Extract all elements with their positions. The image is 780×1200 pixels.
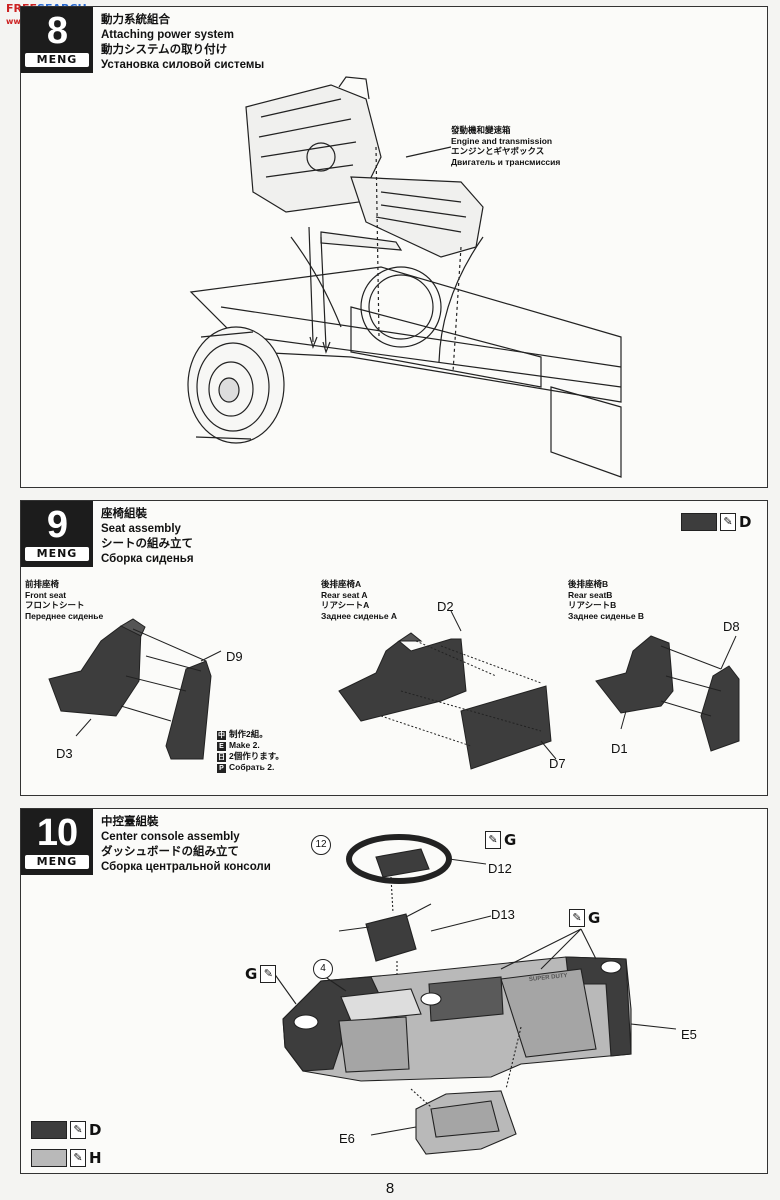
make-two-zh: 制作2組。 — [229, 729, 268, 739]
engine-callout-zh: 發動機和變速箱 — [451, 125, 511, 135]
rear-seat-a-zh: 後排座椅A — [321, 579, 362, 589]
part-e5-label: E5 — [681, 1027, 697, 1042]
step-10-badge: 10 MENG — [21, 809, 93, 875]
callout-circle-4: 4 — [313, 959, 333, 979]
brush-icon: ✎ — [569, 909, 585, 927]
front-seat-ja: フロントシート — [25, 600, 85, 610]
step-9-badge: 9 MENG — [21, 501, 93, 567]
make-two-row-zh: 中制作2組。 — [217, 729, 284, 740]
step-10-title-zh: 中控臺組裝 — [101, 816, 159, 828]
make-two-mark-ja: 日 — [217, 753, 226, 762]
rear-seat-b-label: 後排座椅B Rear seatB リアシートB Заднее сиденье B — [568, 579, 644, 621]
page-number: 8 — [385, 1180, 395, 1197]
step-10-title-ru: Сборка центральной консоли — [101, 861, 271, 873]
step-8-brand: MENG — [25, 53, 89, 67]
rear-seat-b-ru: Заднее сиденье B — [568, 610, 645, 621]
make-two-mark-zh: 中 — [217, 731, 226, 740]
paint-swatch-dark — [31, 1121, 67, 1139]
step-9-title-en: Seat assembly — [101, 523, 181, 535]
front-seat-zh: 前排座椅 — [25, 579, 60, 589]
legend-light-code: H — [89, 1149, 102, 1167]
paint-code-letter: D — [739, 513, 752, 531]
brush-icon: ✎ — [485, 831, 501, 849]
part-d7-label: D7 — [549, 756, 566, 771]
step-8-titles: 動力系統組合 Attaching power system 動力システムの取り付… — [101, 13, 264, 73]
step-8-title-en: Attaching power system — [101, 29, 234, 41]
step-10-brand: MENG — [25, 855, 89, 869]
paint-g-letter: G — [504, 831, 517, 849]
rear-seat-b-zh: 後排座椅B — [568, 579, 609, 589]
step-8-panel: 8 MENG 動力系統組合 Attaching power system 動力シ… — [20, 6, 768, 488]
paint-g-dash: ✎ G — [569, 909, 600, 927]
rear-seat-b-ja: リアシートB — [568, 600, 617, 610]
engine-chassis-illustration — [187, 76, 622, 478]
engine-callout: 發動機和變速箱 Engine and transmission エンジンとギヤボ… — [451, 125, 560, 167]
step-9-title-ru: Сборка сиденья — [101, 553, 194, 565]
step-8-badge: 8 MENG — [21, 7, 93, 73]
engine-callout-en: Engine and transmission — [451, 135, 553, 146]
step-9-panel: 9 MENG 座椅組裝 Seat assembly シートの組み立て Сборк… — [20, 500, 768, 796]
part-d1-label: D1 — [611, 741, 628, 756]
step-9-titles: 座椅組裝 Seat assembly シートの組み立て Сборка сиден… — [101, 507, 194, 567]
rear-seat-b-en: Rear seatB — [568, 589, 613, 600]
part-d9-label: D9 — [226, 649, 243, 664]
step-10-title-ja: ダッシュボードの組み立て — [101, 846, 239, 858]
step-9-title-ja: シートの組み立て — [101, 538, 193, 550]
paint-g-d12: ✎ G — [485, 831, 516, 849]
step-10-panel: 10 MENG 中控臺組裝 Center console assembly ダッ… — [20, 808, 768, 1174]
engine-callout-ru: Двигатель и трансмиссия — [451, 156, 561, 167]
step-10-titles: 中控臺組裝 Center console assembly ダッシュボードの組み… — [101, 815, 271, 875]
make-two-ru: Собрать 2. — [229, 762, 275, 772]
step-8-title-zh: 動力系統組合 — [101, 14, 170, 26]
rear-seat-a-en: Rear seat A — [321, 589, 368, 600]
step-9-brand: MENG — [25, 547, 89, 561]
step-9-number: 9 — [46, 504, 68, 546]
seat-illustration — [48, 610, 740, 770]
front-seat-label: 前排座椅 Front seat フロントシート Переднее сиденье — [25, 579, 103, 621]
make-two-mark-ru: Р — [217, 764, 226, 773]
brush-icon: ✎ — [70, 1149, 86, 1167]
engine-callout-ja: エンジンとギヤボックス — [451, 146, 545, 156]
rear-seat-a-ru: Заднее сиденье A — [321, 610, 398, 621]
front-seat-en: Front seat — [25, 589, 67, 600]
brush-icon: ✎ — [260, 965, 277, 983]
console-illustration — [270, 834, 677, 1155]
front-seat-ru: Переднее сиденье — [25, 610, 104, 621]
part-d13-label: D13 — [491, 907, 515, 922]
make-two-en: Make 2. — [229, 740, 260, 750]
legend-dark: ✎ D — [31, 1121, 101, 1139]
make-two-mark-en: E — [217, 742, 226, 751]
make-two-ja: 2個作ります。 — [229, 751, 284, 761]
brush-icon: ✎ — [70, 1121, 86, 1139]
callout-circle-12: 12 — [311, 835, 331, 855]
step-8-title-ru: Установка силовой системы — [101, 59, 265, 71]
brush-icon: ✎ — [720, 513, 736, 531]
part-d12-label: D12 — [488, 861, 512, 876]
step-10-number: 10 — [36, 812, 78, 854]
step-9-title-zh: 座椅組裝 — [101, 508, 147, 520]
paint-g-letter: G — [588, 909, 601, 927]
part-e6-label: E6 — [339, 1131, 355, 1146]
step-8-number: 8 — [46, 10, 68, 52]
rear-seat-a-ja: リアシートA — [321, 600, 370, 610]
paint-swatch-dark — [681, 513, 717, 531]
step-10-title-en: Center console assembly — [101, 831, 240, 843]
part-d8-label: D8 — [723, 619, 740, 634]
part-d2-label: D2 — [437, 599, 454, 614]
rear-seat-a-label: 後排座椅A Rear seat A リアシートA Заднее сиденье … — [321, 579, 397, 621]
paint-g-left: G ✎ — [245, 965, 277, 983]
legend-light: ✎ H — [31, 1149, 102, 1167]
part-d3-label: D3 — [56, 746, 73, 761]
step-9-paint-code: ✎ D — [681, 513, 751, 531]
paint-g-letter: G — [245, 965, 258, 983]
paint-swatch-light — [31, 1149, 67, 1167]
step-8-title-ja: 動力システムの取り付け — [101, 44, 228, 56]
legend-dark-code: D — [89, 1121, 102, 1139]
